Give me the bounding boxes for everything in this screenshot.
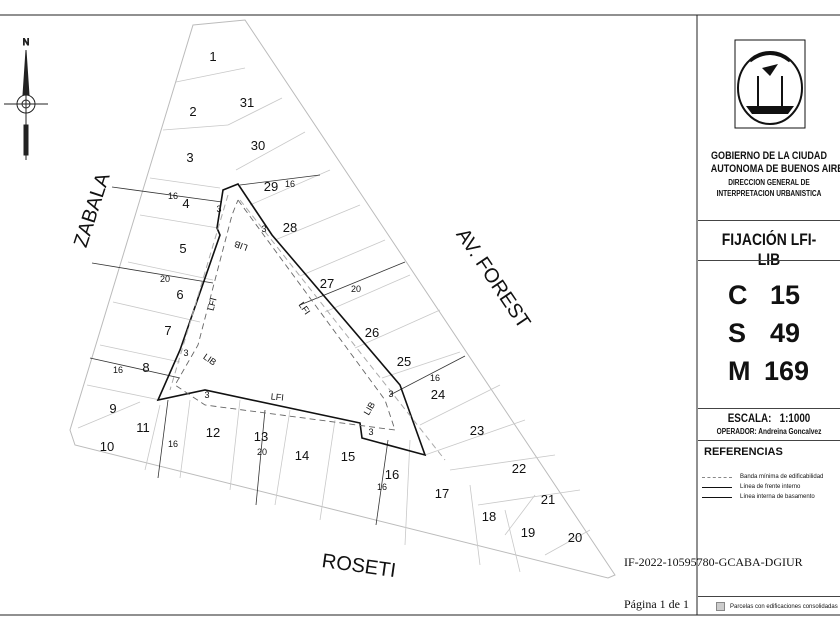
doc-title: FIJACIÓN LFI-LIB bbox=[721, 230, 817, 269]
document-id: IF-2022-10595780-GCABA-DGIUR bbox=[624, 555, 803, 569]
operator: OPERADOR: Andreina Goncalvez bbox=[716, 427, 822, 436]
dept-line-1: DIRECCION GENERAL DE bbox=[728, 178, 810, 187]
block-outline bbox=[69, 19, 616, 579]
svg-text:26: 26 bbox=[365, 325, 379, 340]
svg-text:15: 15 bbox=[341, 449, 355, 464]
dept-line-2: INTERPRETACION URBANISTICA bbox=[716, 189, 822, 198]
line-labels: LFI LFI LFI LIB LIB LIB 3 3 3 3 3 3 bbox=[183, 204, 393, 437]
svg-text:LIB: LIB bbox=[362, 400, 377, 417]
svg-text:27: 27 bbox=[320, 276, 334, 291]
svg-text:3: 3 bbox=[216, 204, 221, 214]
svg-text:20: 20 bbox=[257, 447, 267, 457]
svg-text:18: 18 bbox=[482, 509, 496, 524]
svg-text:20: 20 bbox=[568, 530, 582, 545]
dimension-lines bbox=[89, 174, 466, 526]
svg-text:3: 3 bbox=[186, 150, 193, 165]
north-compass-icon: N bbox=[4, 37, 48, 160]
svg-text:20: 20 bbox=[351, 284, 361, 294]
svg-text:3: 3 bbox=[183, 348, 188, 358]
svg-text:16: 16 bbox=[113, 365, 123, 375]
svg-text:16: 16 bbox=[168, 191, 178, 201]
street-av-forest: AV. FOREST bbox=[452, 225, 535, 333]
consolidated-legend: Parcelas con edificaciones consolidadas bbox=[716, 602, 838, 611]
svg-text:23: 23 bbox=[470, 423, 484, 438]
reference-item: Línea de frente interno bbox=[702, 484, 800, 490]
scale: ESCALA: 1:1000 bbox=[727, 411, 811, 425]
svg-text:LFI: LFI bbox=[206, 297, 219, 312]
svg-text:21: 21 bbox=[541, 492, 555, 507]
reference-item: Línea interna de basamento bbox=[702, 494, 815, 500]
svg-text:30: 30 bbox=[251, 138, 265, 153]
street-roseti: ROSETI bbox=[320, 550, 397, 582]
page-number: Página 1 de 1 bbox=[624, 597, 689, 611]
divider bbox=[698, 220, 840, 221]
svg-text:3: 3 bbox=[204, 390, 209, 400]
svg-text:16: 16 bbox=[385, 467, 399, 482]
svg-text:3: 3 bbox=[388, 389, 393, 399]
references-title: REFERENCIAS bbox=[704, 446, 783, 458]
parcel-lines bbox=[77, 67, 591, 573]
svg-text:25: 25 bbox=[397, 354, 411, 369]
svg-text:29: 29 bbox=[264, 179, 278, 194]
svg-text:16: 16 bbox=[430, 373, 440, 383]
svg-text:6: 6 bbox=[176, 287, 183, 302]
svg-text:2: 2 bbox=[189, 104, 196, 119]
svg-text:24: 24 bbox=[431, 387, 445, 402]
reference-item: Banda mínima de edificabilidad bbox=[702, 474, 823, 480]
svg-text:1: 1 bbox=[209, 49, 216, 64]
svg-text:LIB: LIB bbox=[233, 239, 249, 253]
svg-text:17: 17 bbox=[435, 486, 449, 501]
frontage-dimensions: 16 16 20 20 16 16 16 20 16 bbox=[113, 179, 440, 492]
svg-text:3: 3 bbox=[368, 427, 373, 437]
lfi-line bbox=[156, 183, 427, 457]
svg-text:LFI: LFI bbox=[270, 391, 284, 402]
title-block: GOBIERNO DE LA CIUDAD AUTONOMA DE BUENOS… bbox=[698, 16, 840, 614]
parcel-numbers: 1 2 31 3 30 29 4 28 5 6 27 26 7 8 25 24 … bbox=[100, 49, 582, 545]
svg-text:20: 20 bbox=[160, 274, 170, 284]
svg-text:N: N bbox=[23, 37, 30, 47]
svg-text:16: 16 bbox=[168, 439, 178, 449]
lib-line bbox=[174, 199, 396, 431]
svg-text:10: 10 bbox=[100, 439, 114, 454]
svg-text:14: 14 bbox=[295, 448, 309, 463]
svg-text:5: 5 bbox=[179, 241, 186, 256]
divider bbox=[698, 440, 840, 441]
svg-text:16: 16 bbox=[285, 179, 295, 189]
svg-text:28: 28 bbox=[283, 220, 297, 235]
street-names: ZABALA AV. FOREST ROSETI bbox=[70, 170, 534, 582]
divider bbox=[698, 408, 840, 409]
divider bbox=[698, 596, 840, 597]
svg-text:8: 8 bbox=[142, 360, 149, 375]
svg-text:4: 4 bbox=[182, 196, 189, 211]
org-line-1: GOBIERNO DE LA CIUDAD bbox=[711, 150, 827, 162]
org-line-2: AUTONOMA DE BUENOS AIRES bbox=[710, 163, 840, 175]
svg-text:LIB: LIB bbox=[201, 352, 218, 368]
svg-text:12: 12 bbox=[206, 425, 220, 440]
svg-text:9: 9 bbox=[109, 401, 116, 416]
divider bbox=[698, 260, 840, 261]
svg-text:19: 19 bbox=[521, 525, 535, 540]
svg-text:16: 16 bbox=[377, 482, 387, 492]
svg-text:11: 11 bbox=[136, 420, 150, 435]
svg-text:LFI: LFI bbox=[297, 300, 313, 316]
svg-text:22: 22 bbox=[512, 461, 526, 476]
svg-text:7: 7 bbox=[164, 323, 171, 338]
city-coat-of-arms-logo bbox=[734, 39, 806, 129]
svg-text:3: 3 bbox=[261, 224, 266, 234]
svg-text:13: 13 bbox=[254, 429, 268, 444]
svg-text:31: 31 bbox=[240, 95, 254, 110]
street-zabala: ZABALA bbox=[70, 170, 115, 250]
